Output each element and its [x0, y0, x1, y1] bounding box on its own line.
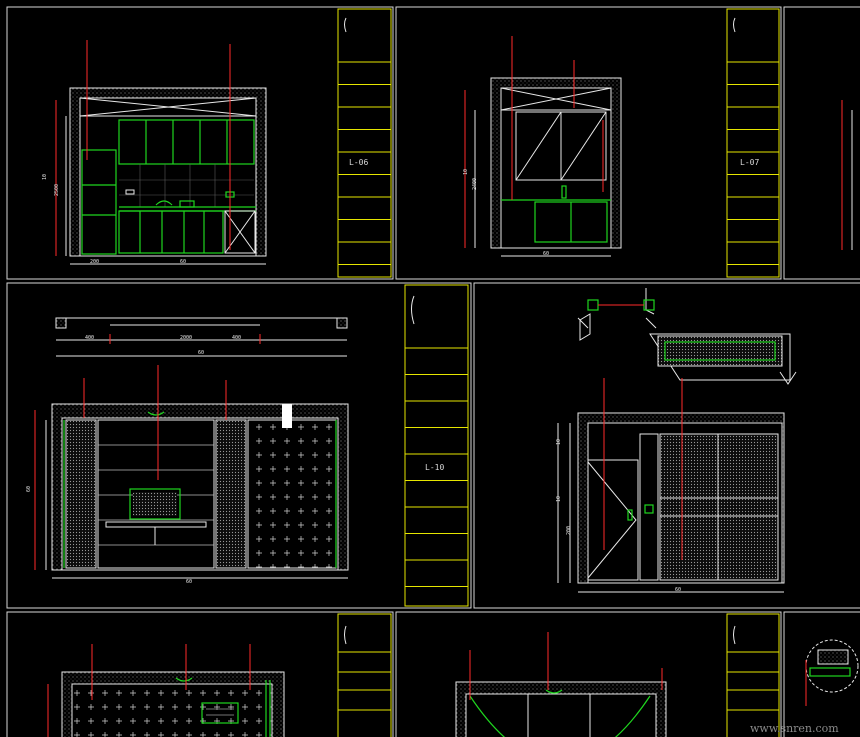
elevation-wardrobe: 60 10 10 200 — [556, 288, 797, 593]
sheet-code-2: L-07 — [740, 158, 759, 167]
sheet-frame-6 — [395, 611, 782, 737]
dim-s1-bottom-left: 200 — [90, 259, 99, 265]
elevation-tv-wall: 400 2000 400 60 60 60 — [26, 317, 349, 585]
elevation-kitchen: 200 60 10 2500 — [42, 40, 267, 265]
titleblock-3: L-10 — [404, 284, 469, 607]
dim-s4-bottom: 60 — [675, 587, 681, 593]
sheet-frame-1 — [6, 6, 394, 280]
detail-callout-circle — [805, 639, 859, 706]
elevation-sheet-6 — [455, 632, 667, 737]
sheet-frame-3 — [6, 282, 472, 609]
dim-s1-left-b: 10 — [42, 174, 48, 180]
sheet-frame-2 — [395, 6, 782, 280]
titleblock-6 — [726, 613, 780, 737]
elevation-sheet-5 — [47, 644, 285, 737]
elevation-partial-right — [841, 100, 853, 250]
dim-s3-left: 60 — [26, 486, 32, 492]
watermark: www.snren.com — [750, 722, 839, 735]
dim-s2-left-b: 10 — [463, 169, 469, 175]
sheet-frame-5 — [6, 611, 394, 737]
sheet-code-1: L-06 — [349, 158, 368, 167]
titleblock-2: L-07 — [726, 8, 780, 278]
dim-s4-left-b: 200 — [566, 526, 572, 535]
dim-s3-top-a: 400 — [85, 335, 94, 341]
elevation-cabinet: 60 10 2400 — [463, 36, 622, 257]
dim-s3-top-b: 2000 — [180, 335, 192, 341]
sheet-frame-7 — [783, 611, 860, 737]
dim-s1-left-a: 2500 — [54, 184, 60, 196]
dim-s2-left-a: 2400 — [472, 178, 478, 190]
dim-s3-top-c: 400 — [232, 335, 241, 341]
sheet-frame-edge — [783, 6, 860, 280]
dim-s4-left-c: 10 — [556, 496, 562, 502]
dim-s3-top-total: 60 — [198, 350, 204, 356]
sheet-code-3: L-10 — [425, 463, 444, 472]
dim-s4-left-a: 10 — [556, 439, 562, 445]
titleblock-1: L-06 — [337, 8, 392, 278]
dim-s1-bottom-right: 60 — [180, 259, 186, 265]
dim-s2-bottom: 60 — [543, 251, 549, 257]
sheet-frame-4 — [473, 282, 860, 609]
titleblock-5 — [337, 613, 392, 737]
dim-s3-bottom: 60 — [186, 579, 192, 585]
